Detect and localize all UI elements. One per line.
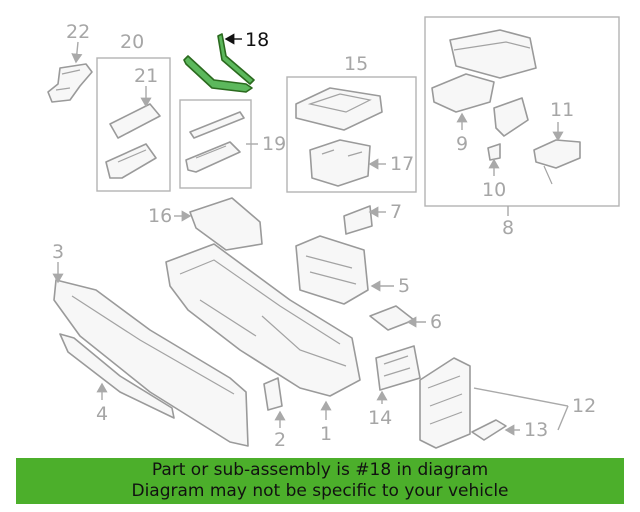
svg-text:7: 7 [390, 201, 402, 223]
svg-text:4: 4 [96, 403, 108, 425]
callout-12: 12 [473, 387, 596, 431]
callout-10: 10 [482, 158, 506, 201]
svg-text:19: 19 [262, 133, 286, 155]
callout-6: 6 [406, 311, 442, 333]
parts-diagram: 22 20 21 18 19 15 17 9 11 10 8 16 [47, 16, 620, 451]
callout-16: 16 [148, 205, 192, 227]
svg-text:21: 21 [134, 65, 158, 87]
part-14-switch-panel [375, 345, 421, 391]
svg-text:15: 15 [344, 53, 368, 75]
banner-line-2: Diagram may not be specific to your vehi… [131, 481, 509, 501]
svg-text:9: 9 [456, 133, 468, 155]
svg-text:5: 5 [398, 275, 410, 297]
part-4-lower-trim [59, 333, 175, 419]
part-15-console-top [295, 87, 383, 131]
svg-text:3: 3 [52, 241, 64, 263]
group-box-15 [286, 76, 417, 193]
part-13-insert [471, 419, 507, 441]
callout-14: 14 [368, 390, 392, 429]
part-19-brackets [185, 111, 245, 173]
part-10-latch [487, 97, 529, 161]
callout-3: 3 [52, 241, 64, 284]
part-9-bin [431, 73, 495, 113]
callout-7: 7 [368, 201, 402, 223]
callout-15: 15 [344, 53, 368, 75]
callout-4: 4 [96, 382, 108, 425]
group-box-20 [96, 57, 171, 192]
svg-text:16: 16 [148, 205, 172, 227]
part-11-lid [533, 139, 581, 185]
callout-18: 18 [224, 29, 269, 51]
callout-19: 19 [246, 133, 286, 155]
svg-text:17: 17 [390, 153, 414, 175]
callout-5: 5 [370, 275, 410, 297]
callout-17: 17 [368, 153, 414, 175]
part-6-mat [369, 305, 415, 331]
banner-line-1: Part or sub-assembly is #18 in diagram [151, 460, 489, 480]
svg-text:11: 11 [550, 99, 574, 121]
info-banner: Part or sub-assembly is #18 in diagram D… [16, 458, 624, 504]
svg-text:22: 22 [66, 21, 90, 43]
callout-21: 21 [134, 65, 158, 108]
svg-text:12: 12 [572, 395, 596, 417]
svg-text:2: 2 [274, 429, 286, 451]
part-22-trim-piece [47, 63, 93, 103]
part-8-armrest [449, 29, 537, 79]
part-17-cupholder [309, 139, 371, 187]
part-21-pad [105, 103, 161, 179]
part-3-side-panel [53, 279, 249, 447]
group-box-8 [424, 16, 620, 207]
callout-8: 8 [502, 206, 514, 239]
callout-1: 1 [320, 400, 332, 445]
svg-text:10: 10 [482, 179, 506, 201]
svg-text:20: 20 [120, 31, 144, 53]
svg-text:13: 13 [524, 419, 548, 441]
callout-20: 20 [120, 31, 144, 53]
part-2-clip [263, 377, 283, 411]
svg-text:1: 1 [320, 423, 332, 445]
svg-text:8: 8 [502, 217, 514, 239]
svg-text:18: 18 [245, 29, 269, 51]
part-16-mat [189, 197, 263, 251]
callout-11: 11 [550, 99, 574, 142]
part-7-pad [343, 205, 373, 235]
part-18-highlighted [183, 33, 255, 93]
callout-13: 13 [504, 419, 548, 441]
part-12-rear-panel [419, 357, 471, 449]
svg-text:6: 6 [430, 311, 442, 333]
callout-9: 9 [456, 112, 468, 155]
part-1-console-body [165, 243, 361, 397]
callout-2: 2 [274, 410, 286, 451]
svg-text:14: 14 [368, 407, 392, 429]
callout-22: 22 [66, 21, 90, 64]
part-5-bracket [295, 235, 369, 305]
